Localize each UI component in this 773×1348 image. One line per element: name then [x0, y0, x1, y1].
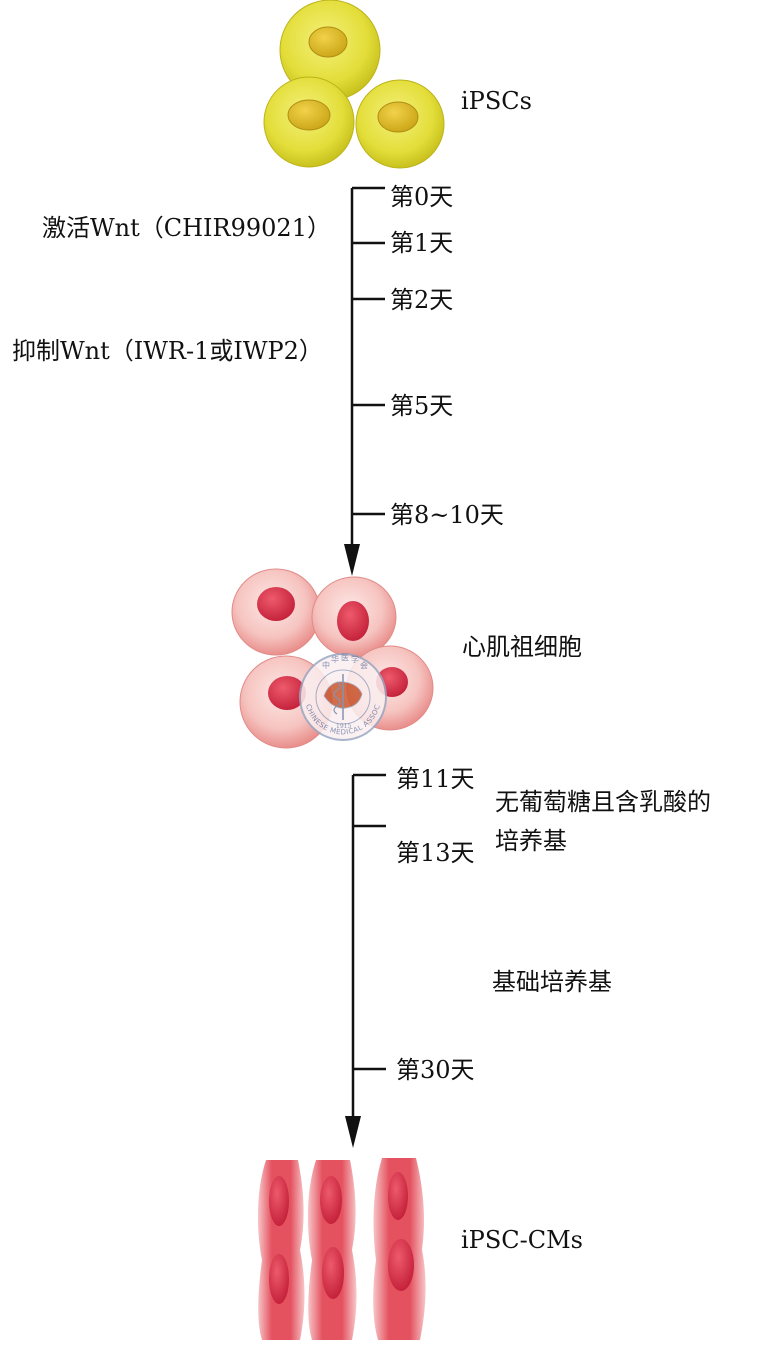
progenitor-cell — [311, 576, 397, 658]
timeline-1 — [350, 186, 385, 548]
medium-lactate-line1: 无葡萄糖且含乳酸的 — [495, 788, 711, 816]
timeline-2-arrowhead — [345, 1116, 361, 1148]
watermark-char: 中 — [322, 660, 330, 670]
tick-label-day11: 第11天 — [396, 765, 475, 793]
progenitor-cell — [231, 568, 321, 656]
label-ipsc-cms: iPSC-CMs — [461, 1226, 583, 1254]
tick-label-day13: 第13天 — [396, 839, 475, 867]
treatment-activate-wnt: 激活Wnt（CHIR99021） — [42, 214, 331, 242]
timeline-1-arrowhead — [344, 544, 360, 576]
ipsc-cells — [263, 0, 445, 169]
watermark-char: 会 — [360, 660, 368, 670]
treatment-inhibit-wnt: 抑制Wnt（IWR-1或IWP2） — [12, 337, 323, 365]
tick-label-day2: 第2天 — [390, 286, 454, 314]
watermark-char: 医 — [341, 653, 349, 662]
watermark-char: 华 — [331, 654, 339, 664]
cardiomyocyte — [373, 1158, 426, 1340]
tick-label-day30: 第30天 — [396, 1056, 475, 1084]
tick-label-day8-10: 第8~10天 — [390, 501, 504, 529]
ipsc-cell — [263, 76, 355, 168]
tick-label-day0: 第0天 — [390, 183, 454, 211]
label-progenitor: 心肌祖细胞 — [462, 633, 582, 661]
medium-basal: 基础培养基 — [492, 968, 612, 996]
cardiomyocyte — [307, 1160, 357, 1340]
watermark-year: 1915 — [336, 723, 351, 730]
tick-label-day1: 第1天 — [390, 229, 454, 257]
ipsc-cell — [279, 0, 381, 101]
ipsc-cell — [355, 79, 445, 169]
timeline-2 — [351, 773, 386, 1120]
watermark-char: 学 — [351, 654, 359, 664]
cardiomyocytes — [257, 1158, 426, 1340]
cardiomyocyte — [257, 1160, 305, 1340]
label-ipscs: iPSCs — [461, 87, 532, 115]
medium-lactate-line2: 培养基 — [495, 827, 567, 855]
tick-label-day5: 第5天 — [390, 392, 454, 420]
